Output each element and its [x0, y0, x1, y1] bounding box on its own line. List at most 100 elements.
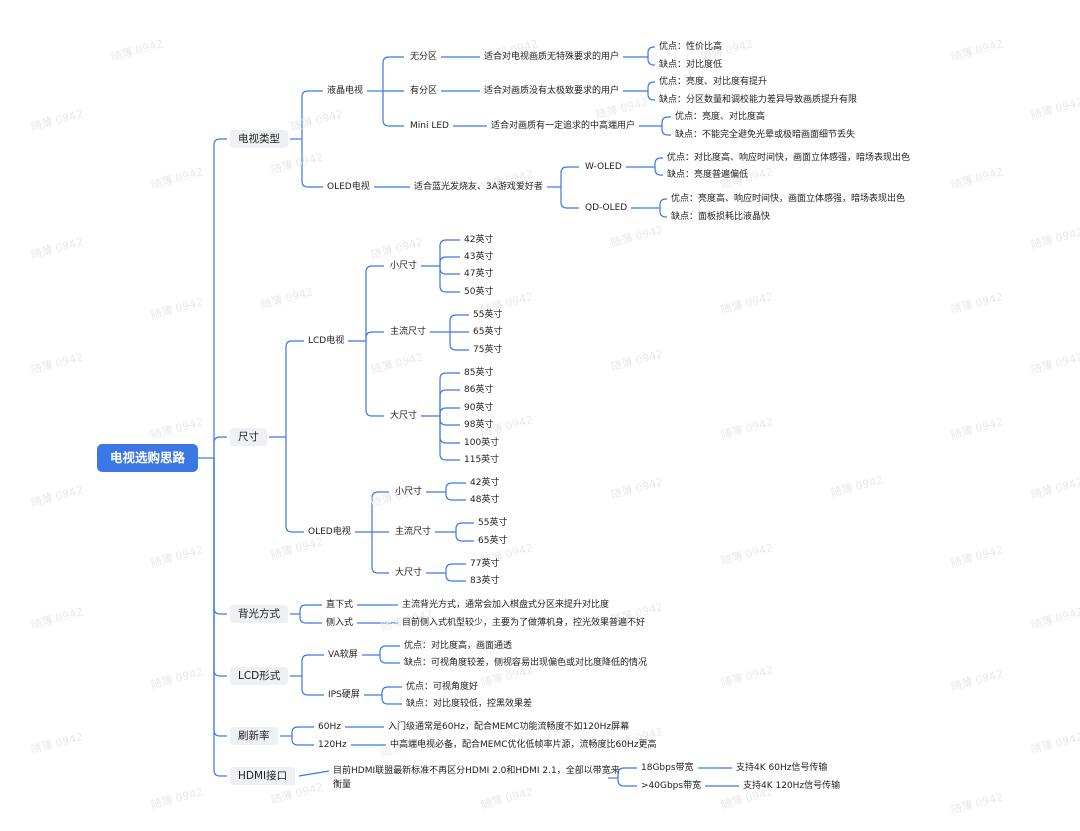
- refresh-link-branch: [291, 736, 314, 746]
- lcd-form-link-branch: [301, 654, 324, 676]
- lcd-small-link-branch: [439, 256, 460, 266]
- node-refresh[interactable]: 刷新率: [230, 727, 278, 745]
- node-s50[interactable]: 50英寸: [464, 287, 494, 297]
- node-woled-pro[interactable]: 优点：对比度高、响应时间快，画面立体感强，暗场表现出色: [667, 153, 911, 163]
- node-qdoled-pro[interactable]: 优点：亮度高、响应时间快，画面立体感强，暗场表现出色: [671, 194, 906, 204]
- node-woled-con[interactable]: 缺点：亮度普遍偏低: [667, 170, 749, 180]
- root-link-branch: [213, 458, 227, 677]
- node-s85[interactable]: 85英寸: [464, 368, 494, 378]
- node-o65[interactable]: 65英寸: [478, 536, 508, 546]
- node-size[interactable]: 尺寸: [230, 428, 267, 446]
- node-no-zone-pro[interactable]: 优点：性价比高: [659, 42, 723, 52]
- node-qdoled-con[interactable]: 缺点：面板损耗比液晶快: [671, 212, 771, 222]
- node-oled-small[interactable]: 小尺寸: [395, 487, 423, 497]
- qdoled-detail-link-branch: [659, 198, 667, 208]
- node-ips-pro[interactable]: 优点：可视角度好: [406, 682, 479, 692]
- va-detail-link-branch: [379, 645, 400, 655]
- node-bw40[interactable]: >40Gbps带宽: [641, 781, 702, 791]
- node-edge-desc[interactable]: 目前侧入式机型较少，主要为了做薄机身，控光效果普遍不好: [402, 618, 646, 628]
- node-va-con[interactable]: 缺点：可视角度较差，侧视容易出现偏色或对比度降低的情况: [404, 658, 648, 668]
- node-hdmi[interactable]: HDMI接口: [230, 767, 296, 785]
- node-hz60-desc[interactable]: 入门级通常是60Hz，配合MEMC功能流畅度不如120Hz屏幕: [388, 722, 630, 732]
- refresh-link-branch: [291, 726, 314, 736]
- node-hdmi-desc-1[interactable]: 目前HDMI联盟最新标准不再区分HDMI 2.0和HDMI 2.1，全部以带宽来: [333, 766, 620, 776]
- node-oled-size[interactable]: OLED电视: [308, 527, 351, 537]
- node-no-zone[interactable]: 无分区: [410, 52, 438, 62]
- node-zone[interactable]: 有分区: [410, 86, 438, 96]
- oled-size-link-branch: [371, 491, 389, 532]
- node-lcd-small[interactable]: 小尺寸: [390, 261, 418, 271]
- miniled-detail-link-branch: [661, 126, 671, 136]
- node-ips-con[interactable]: 缺点：对比度较低，控黑效果差: [406, 699, 533, 709]
- node-edge[interactable]: 侧入式: [326, 618, 354, 628]
- node-no-zone-con[interactable]: 缺点：对比度低: [659, 60, 723, 70]
- node-oled-tv[interactable]: OLED电视: [327, 182, 370, 192]
- node-miniled-con[interactable]: 缺点：不能完全避免光晕或极暗画面细节丢失: [675, 130, 856, 140]
- node-o55[interactable]: 55英寸: [478, 518, 508, 528]
- hdmi-bandwidth-branch: [617, 778, 637, 787]
- node-zone-desc[interactable]: 适合对画质没有太极致要求的用户: [484, 86, 620, 96]
- node-o77[interactable]: 77英寸: [470, 559, 500, 569]
- backlight-link-branch: [299, 604, 322, 614]
- node-hz60[interactable]: 60Hz: [318, 722, 341, 732]
- node-s42[interactable]: 42英寸: [464, 235, 494, 245]
- root-link-branch: [213, 458, 227, 777]
- lcd-main-link-branch: [449, 314, 469, 332]
- oled-small-link-branch: [445, 482, 466, 492]
- node-s55[interactable]: 55英寸: [473, 310, 503, 320]
- node-zone-con[interactable]: 缺点：分区数量和调校能力差异导致画质提升有限: [659, 95, 858, 105]
- node-oled-main[interactable]: 主流尺寸: [395, 527, 432, 537]
- node-oled-large[interactable]: 大尺寸: [395, 568, 423, 578]
- node-no-zone-desc[interactable]: 适合对电视画质无特殊要求的用户: [484, 52, 620, 62]
- node-va[interactable]: VA软屏: [328, 650, 358, 660]
- node-s100[interactable]: 100英寸: [464, 438, 500, 448]
- node-qdoled[interactable]: QD-OLED: [585, 203, 628, 213]
- node-hdmi-desc-2[interactable]: 衡量: [333, 780, 352, 790]
- node-s65[interactable]: 65英寸: [473, 327, 503, 337]
- node-s47[interactable]: 47英寸: [464, 269, 494, 279]
- node-o42[interactable]: 42英寸: [470, 478, 500, 488]
- root-link-branch: [213, 138, 227, 458]
- node-s115[interactable]: 115英寸: [464, 455, 500, 465]
- node-lcd-form[interactable]: LCD形式: [230, 667, 289, 685]
- node-o48[interactable]: 48英寸: [470, 495, 500, 505]
- va-detail-link-branch: [379, 655, 400, 664]
- node-s90[interactable]: 90英寸: [464, 403, 494, 413]
- node-lcd-large[interactable]: 大尺寸: [390, 411, 418, 421]
- node-s98[interactable]: 98英寸: [464, 420, 494, 430]
- miniled-detail-link-branch: [661, 116, 671, 126]
- node-miniled[interactable]: Mini LED: [410, 121, 449, 131]
- tv-type-link-branch: [301, 90, 323, 139]
- node-tv-type[interactable]: 电视类型: [230, 130, 288, 148]
- node-bw18-desc[interactable]: 支持4K 60Hz信号传输: [736, 763, 828, 773]
- node-backlight[interactable]: 背光方式: [230, 605, 288, 623]
- no-zone-detail-link-branch: [647, 57, 655, 66]
- node-s75[interactable]: 75英寸: [473, 345, 503, 355]
- node-direct[interactable]: 直下式: [326, 600, 354, 610]
- node-lcd-size[interactable]: LCD电视: [308, 336, 345, 346]
- node-hz120-desc[interactable]: 中高端电视必备，配合MEMC优化低帧率片源，流畅度比60Hz更高: [390, 740, 657, 750]
- node-miniled-pro[interactable]: 优点：亮度、对比度高: [675, 112, 766, 122]
- node-o83[interactable]: 83英寸: [470, 576, 500, 586]
- node-lcd-tv[interactable]: 液晶电视: [327, 86, 364, 96]
- node-bw18[interactable]: 18Gbps带宽: [641, 763, 694, 773]
- node-woled[interactable]: W-OLED: [585, 162, 622, 172]
- lcd-large-link-branch: [439, 416, 460, 426]
- node-direct-desc[interactable]: 主流背光方式，通常会加入棋盘式分区来提升对比度: [402, 600, 610, 610]
- node-miniled-desc[interactable]: 适合对画质有一定追求的中高端用户: [491, 121, 636, 131]
- node-zone-pro[interactable]: 优点：亮度、对比度有提升: [659, 77, 768, 87]
- size-link-branch: [285, 340, 304, 437]
- root-node[interactable]: 电视选购思路: [97, 444, 199, 472]
- lcd-large-link-branch: [439, 407, 460, 416]
- oled-small-link-branch: [445, 492, 466, 501]
- node-s43[interactable]: 43英寸: [464, 252, 494, 262]
- node-ips[interactable]: IPS硬屏: [328, 690, 360, 700]
- node-oled-desc[interactable]: 适合蓝光发烧友、3A游戏爱好者: [414, 182, 543, 192]
- node-hz120[interactable]: 120Hz: [318, 740, 347, 750]
- node-va-pro[interactable]: 优点：对比度高，画面通透: [404, 641, 513, 651]
- lcd-small-link-branch: [439, 266, 460, 293]
- node-s86[interactable]: 86英寸: [464, 385, 494, 395]
- node-bw40-desc[interactable]: 支持4K 120Hz信号传输: [743, 781, 841, 791]
- node-lcd-main[interactable]: 主流尺寸: [390, 327, 427, 337]
